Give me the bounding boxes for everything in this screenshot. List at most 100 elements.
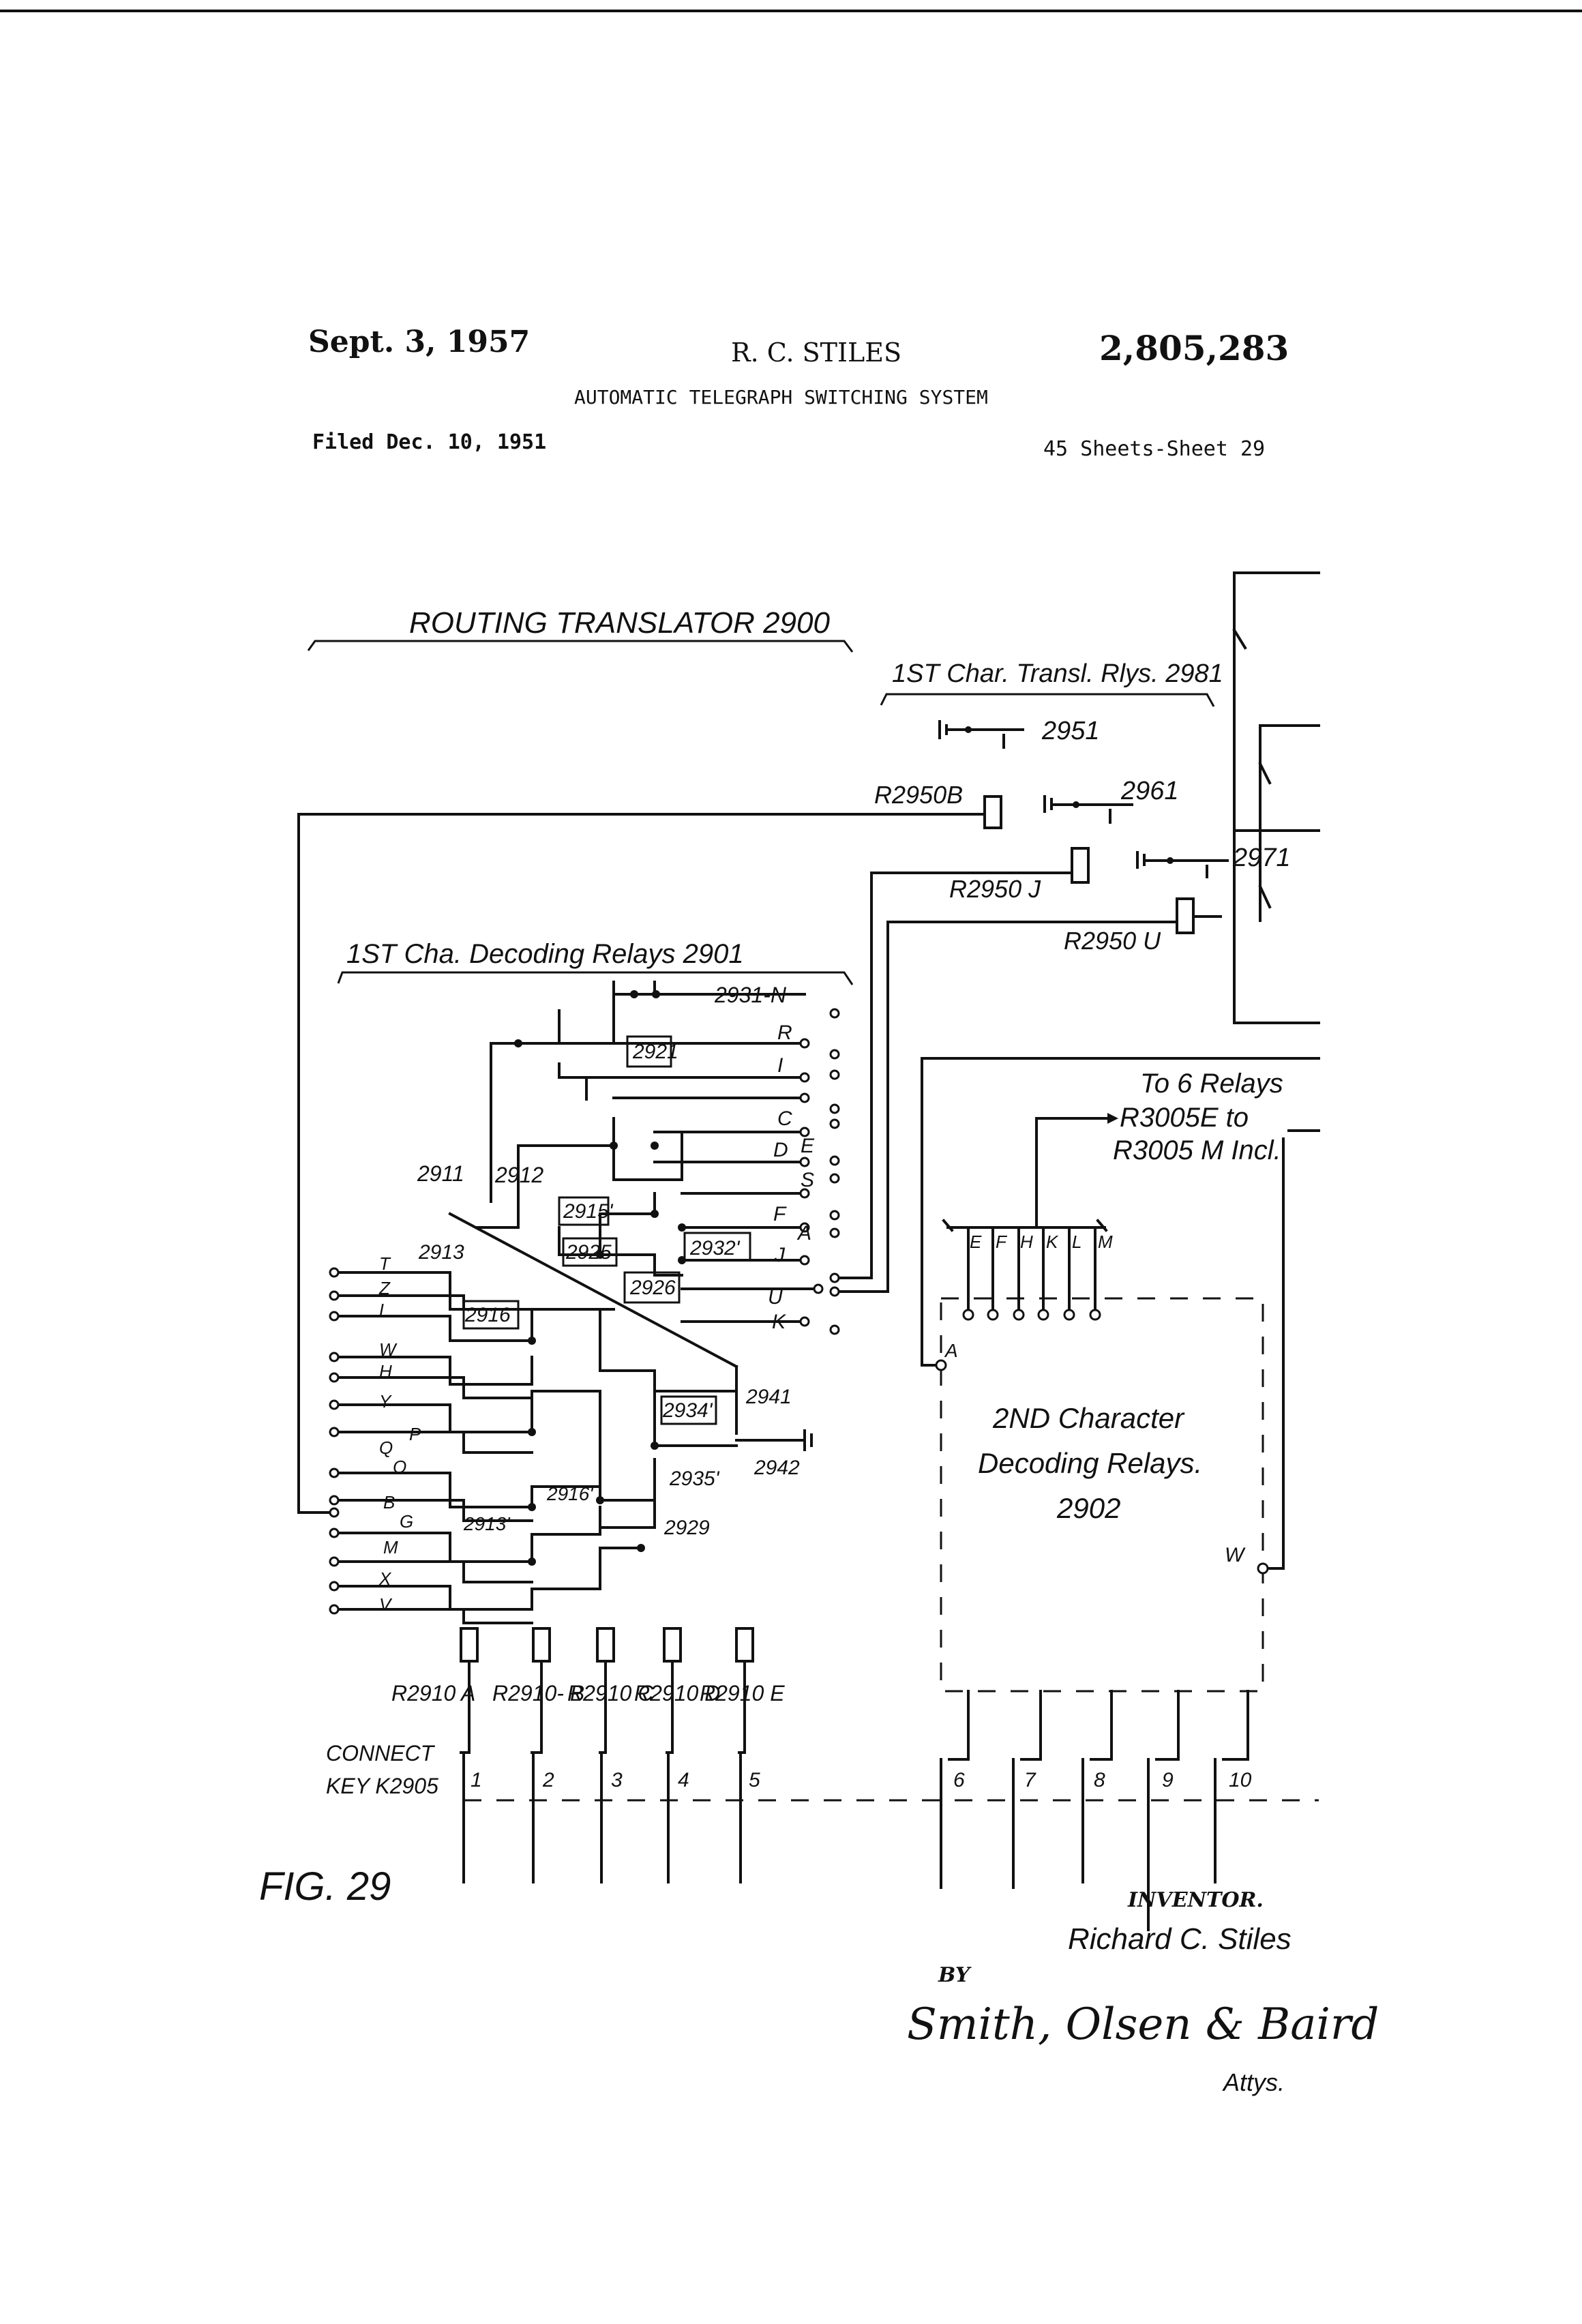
letter-b: B (383, 1492, 395, 1513)
block-title-line3: 2902 (1056, 1492, 1120, 1524)
letter-g: G (400, 1511, 413, 1532)
label-2913p: 2913' (463, 1513, 511, 1534)
inventor-heading: INVENTOR. (1127, 1888, 1264, 1912)
block-input-h: H (1020, 1232, 1033, 1252)
letter-w: W (379, 1339, 398, 1360)
letter-y: Y (379, 1391, 392, 1412)
filed-date: Filed Dec. 10, 1951 (312, 430, 546, 454)
key-5: 5 (749, 1769, 760, 1791)
label-2926: 2926 (629, 1277, 676, 1299)
relay-r2950b: R2950B 2961 (874, 777, 1179, 829)
label-2913: 2913 (418, 1241, 464, 1264)
letter-h: H (379, 1361, 392, 1382)
letter-o: O (393, 1457, 406, 1477)
routing-translator-bracket (307, 640, 854, 653)
letter-v: V (379, 1594, 393, 1615)
relay-feed-wires (297, 813, 1320, 1514)
label-r2950u: R2950 U (1064, 927, 1161, 955)
connect-key-line1: CONNECT (326, 1741, 436, 1766)
attys-label: Attys. (1222, 2068, 1285, 2096)
inventor-signature-name: Richard C. Stiles (1068, 1922, 1292, 1956)
sheet-count: 45 Sheets-Sheet 29 (1043, 437, 1265, 461)
key-9: 9 (1162, 1769, 1174, 1791)
letter-i: I (777, 1054, 783, 1077)
connect-key-line2: KEY K2905 (326, 1774, 438, 1798)
key-4: 4 (678, 1769, 689, 1791)
label-2971: 2971 (1232, 844, 1291, 872)
char-transl-relays-title: 1ST Char. Transl. Rlys. 2981 (892, 659, 1223, 688)
to-relays-line3: R3005 M Incl. (1113, 1135, 1281, 1165)
block-input-f: F (996, 1232, 1008, 1252)
to-relays-line2: R3005E to (1120, 1103, 1249, 1133)
letter-d: D (773, 1139, 788, 1161)
block-input-l: L (1072, 1232, 1081, 1252)
coil-r2910b: R2910- B (492, 1681, 584, 1705)
figure-label: FIG. 29 (259, 1864, 391, 1909)
letter-x: X (378, 1568, 392, 1589)
patent-number: 2,805,283 (1099, 328, 1289, 368)
coil-r2910e: R2910 E (700, 1681, 785, 1705)
key-7: 7 (1024, 1769, 1036, 1791)
contact-2951: 2951 (938, 717, 1100, 749)
letter-j: J (774, 1244, 786, 1266)
letter-e: E (801, 1135, 815, 1157)
label-r2950j: R2950 J (949, 875, 1041, 903)
relay-r2950u: R2950 U (1064, 897, 1222, 955)
key-3: 3 (611, 1769, 623, 1791)
patent-date: Sept. 3, 1957 (308, 325, 530, 359)
decoding-relay-tree: 2931-N 2921 2911 2912 2915' 2925 2932' 2… (417, 981, 820, 1435)
patent-title: AUTOMATIC TELEGRAPH SWITCHING SYSTEM (574, 386, 988, 408)
letter-c: C (777, 1107, 792, 1130)
to-relays-line1: To 6 Relays (1140, 1069, 1283, 1099)
label-2935p: 2935' (669, 1468, 720, 1490)
letter-z: Z (378, 1278, 391, 1298)
block-title-line1: 2ND Character (992, 1402, 1185, 1434)
coil-r2910c: R2910 C (567, 1681, 654, 1705)
by-label: BY (938, 1963, 972, 1987)
letter-r: R (777, 1022, 792, 1044)
letter-l: L (379, 1300, 389, 1320)
key-10: 10 (1229, 1769, 1252, 1791)
letter-outputs-left: T Z L W H Y P Q O B G M X V (329, 1253, 421, 1615)
letter-outputs-right: R I C E D S F A J U K (768, 1008, 840, 1335)
letter-k: K (772, 1311, 787, 1333)
letter-m: M (383, 1537, 398, 1558)
block-input-m: M (1098, 1232, 1113, 1252)
letter-u: U (768, 1286, 783, 1309)
label-2929: 2929 (663, 1517, 710, 1539)
label-2932p: 2932' (689, 1237, 741, 1260)
label-2916: 2916 (464, 1304, 511, 1326)
coil-r2910d: R2910 D (634, 1681, 720, 1705)
block-port-a: A (944, 1340, 958, 1361)
label-2925: 2925 (565, 1241, 612, 1264)
coil-r2910a: R2910 A (391, 1681, 475, 1705)
label-2961: 2961 (1120, 777, 1179, 805)
letter-a: A (796, 1222, 811, 1245)
right-top-wiring (1232, 571, 1320, 1024)
connect-key-k2905: CONNECT KEY K2905 1 2 3 4 5 6 7 8 9 10 (326, 1690, 1319, 1931)
label-2942: 2942 (753, 1457, 800, 1479)
letter-q: Q (379, 1437, 393, 1458)
letter-f: F (773, 1203, 787, 1225)
key-6: 6 (953, 1769, 965, 1791)
letter-p: P (409, 1424, 421, 1444)
label-2951: 2951 (1041, 717, 1100, 745)
inventor-header: R. C. STILES (731, 338, 901, 368)
label-2915p: 2915' (563, 1200, 614, 1223)
routing-translator-title: ROUTING TRANSLATOR 2900 (409, 606, 830, 640)
bottom-coils: R2910 A R2910- B R2910 C R2910 D R2910 E (391, 1627, 785, 1754)
label-2912: 2912 (494, 1163, 543, 1187)
label-r2950b: R2950B (874, 781, 963, 809)
block-input-e: E (970, 1232, 982, 1252)
label-2934p: 2934' (662, 1399, 713, 1422)
char-transl-bracket (880, 693, 1215, 707)
label-2916pp: 2916' (546, 1483, 594, 1504)
block-title-line2: Decoding Relays. (978, 1447, 1202, 1479)
key-8: 8 (1094, 1769, 1105, 1791)
decoding-relays-1-title: 1ST Cha. Decoding Relays 2901 (346, 939, 744, 969)
block-port-w: W (1225, 1544, 1246, 1566)
label-2911: 2911 (417, 1161, 464, 1186)
second-char-decoding-block: To 6 Relays R3005E to R3005 M Incl. E F … (935, 1069, 1320, 1693)
key-1: 1 (471, 1769, 482, 1791)
